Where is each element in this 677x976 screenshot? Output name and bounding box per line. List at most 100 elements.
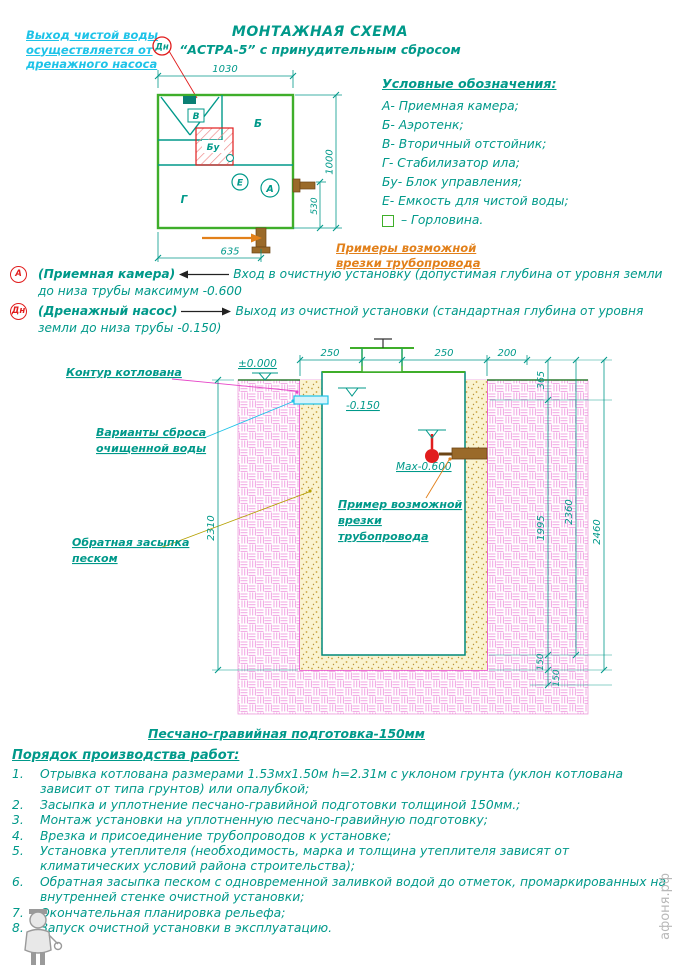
legend: Условные обозначения: А- Приемная камера…	[382, 76, 632, 230]
leader-line	[171, 378, 297, 392]
item-text: Врезка и присоединение трубопроводов к у…	[40, 828, 392, 843]
note-outlet: Дн (Дренажный насос)Выход из очистной ус…	[10, 303, 668, 336]
unit-outline	[156, 93, 295, 230]
backfill-label-1: Обратная засыпка	[72, 536, 189, 549]
dim-365: 365	[536, 371, 547, 389]
top-dimensions	[296, 348, 531, 376]
compartment-e-label: Е	[237, 179, 244, 189]
ground-hatch	[238, 380, 588, 714]
dimension-1000	[295, 91, 342, 232]
item-number: 6.	[12, 874, 24, 889]
drawing-header: МОНТАЖНАЯ СХЕМА “АСТРА-5” с принудительн…	[150, 24, 490, 57]
legend-item-label: Бу- Блок управления;	[382, 175, 523, 189]
item-text: Запуск очистной установки в эксплуатацию…	[40, 921, 333, 936]
dim-635-label: 635	[220, 247, 239, 258]
item-number: 1.	[12, 767, 24, 781]
item-text: Отрывка котлована размерами 1.53мх1.50м …	[40, 767, 624, 797]
note-outlet-text: Выход из очистной установки (стандартная…	[38, 304, 644, 335]
level-mark-600	[418, 429, 446, 439]
procedure-item: 8.Запуск очистной установки в эксплуатац…	[12, 921, 668, 936]
dim-530-label: 530	[310, 197, 320, 214]
item-number: 7.	[12, 905, 24, 920]
item-text: Монтаж установки на уплотненную песчано-…	[40, 813, 488, 828]
legend-item: Бу- Блок управления;	[382, 173, 632, 192]
dim-2310-group	[212, 376, 298, 674]
procedure-item: 4.Врезка и присоединение трубопроводов к…	[12, 829, 668, 844]
symbol-a-badge: А	[10, 266, 27, 283]
note-inlet: А (Приемная камера)Вход в очистную устан…	[10, 266, 668, 299]
tank-body	[321, 371, 466, 656]
level-zero-label: ±0.000	[238, 358, 277, 370]
pump-block	[183, 96, 196, 104]
dim-150-b: 150	[552, 669, 562, 686]
legend-item: Г- Стабилизатор ила;	[382, 154, 632, 173]
arrow-right-icon	[181, 307, 232, 316]
legend-title: Условные обозначения:	[382, 76, 557, 91]
item-text: Засыпка и уплотнение песчано-гравийной п…	[40, 797, 521, 812]
item-number: 2.	[12, 797, 24, 812]
compartment-a-circle	[260, 178, 280, 198]
leader-dot	[295, 390, 299, 394]
legend-item-label: Б- Аэротенк;	[382, 118, 464, 132]
compartment-bu-label: Бу	[207, 143, 221, 153]
notes-block: А (Приемная камера)Вход в очистную устан…	[10, 266, 668, 340]
leader-dot	[448, 457, 452, 461]
bedding-caption: Песчано-гравийная подготовка-150мм	[148, 726, 425, 741]
legend-item: Б- Аэротенк;	[382, 116, 632, 135]
leader-line	[159, 491, 310, 549]
symbol-dn-badge: Дн	[10, 303, 27, 320]
note-inlet-name: (Приемная камера)	[38, 267, 176, 281]
item-text: Обратная засыпка песком с одновременной …	[40, 874, 667, 905]
note-outlet-name: (Дренажный насос)	[38, 304, 178, 318]
page-subtitle: “АСТРА-5” с принудительным сбросом	[179, 42, 461, 57]
dim-1995: 1995	[536, 515, 547, 540]
discharge-pipe	[293, 395, 329, 405]
dim-chain-right	[544, 356, 608, 689]
item-number: 5.	[12, 844, 24, 859]
watermark: афоня.рф	[658, 873, 673, 940]
procedure-block: Порядок производства работ: 1. Отрывка ко…	[12, 748, 668, 936]
legend-item-label: В- Вторичный отстойник;	[382, 137, 547, 151]
level-150-label: -0.150	[346, 400, 380, 412]
dimension-635	[154, 232, 265, 262]
section-view-drawing: -0.150 ±0.000 Мах-0.600 Пример возможной…	[66, 338, 612, 715]
compartment-a-label: А	[265, 184, 273, 195]
leader-line	[168, 50, 198, 99]
valve-icon	[425, 449, 439, 463]
dim-250-left: 250	[320, 348, 339, 359]
pipe-entry-label-1: Пример возможной	[338, 498, 463, 511]
compartment-v-label: В	[193, 112, 200, 122]
dim-2460: 2460	[592, 519, 603, 544]
plumber-mascot	[24, 909, 63, 965]
procedure-title: Порядок производства работ:	[12, 748, 240, 763]
procedure-item: 6. Обратная засыпка песком с одновременно…	[12, 875, 668, 906]
dim-2360: 2360	[564, 499, 575, 524]
legend-item-label: – Горловина.	[401, 213, 484, 227]
leader-dot	[308, 489, 312, 493]
level-max-label: Мах-0.600	[396, 461, 452, 473]
dim-250-right: 250	[434, 348, 453, 359]
legend-item: А- Приемная камера;	[382, 97, 632, 116]
discharge-label-2: очищенной воды	[96, 442, 206, 455]
compartment-v-chip	[187, 108, 205, 123]
compartment-b-label: Б	[254, 118, 262, 130]
inlet-pipe	[451, 447, 488, 460]
page-title: МОНТАЖНАЯ СХЕМА	[231, 24, 409, 40]
item-number: 3.	[12, 813, 24, 828]
level-mark-150	[338, 387, 366, 397]
dim-width-label: 1030	[212, 64, 237, 75]
legend-item-label: Г- Стабилизатор ила;	[382, 156, 520, 170]
dim-2310: 2310	[206, 515, 217, 540]
inlet-arrowhead-icon	[251, 233, 262, 243]
compartment-e-circle	[231, 173, 249, 191]
legend-item-label: Е- Емкость для чистой воды;	[382, 194, 569, 208]
item-text: Установка утеплителя (необходимость, мар…	[40, 844, 570, 874]
pit-contour-label: Контур котлована	[66, 366, 182, 379]
drain-pump-symbol	[152, 36, 172, 56]
level-mark-zero	[252, 372, 278, 381]
leader-line	[425, 459, 450, 499]
legend-item: – Горловина.	[382, 211, 632, 230]
leader-line	[203, 401, 293, 439]
procedure-item: 3. Монтаж установки на уплотненную песчан…	[12, 813, 668, 828]
